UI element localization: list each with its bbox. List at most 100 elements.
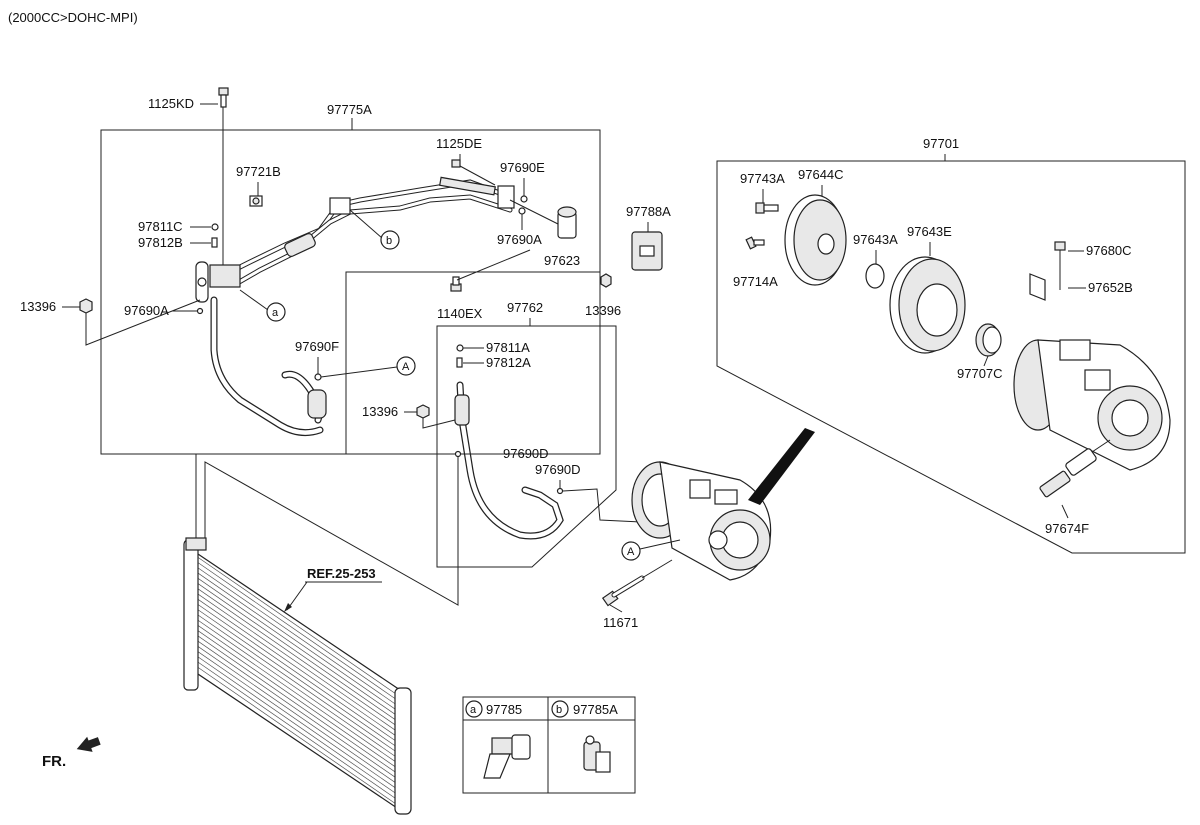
legend-b-part: 97785A — [573, 702, 618, 717]
bolt-11671-icon — [601, 575, 645, 607]
label-97714A: 97714A — [733, 274, 778, 289]
pulley-97643E-icon — [889, 256, 966, 354]
label-1125DE: 1125DE — [436, 136, 482, 151]
condenser-fin-line — [195, 581, 397, 721]
clutch-plate-97644C-icon — [784, 194, 847, 286]
label-97652B: 97652B — [1088, 280, 1133, 295]
condenser-fin-line — [195, 576, 397, 716]
condenser-fin-line — [195, 592, 397, 731]
label-97690A-upper: 97690A — [497, 232, 542, 247]
condenser-fin-line — [195, 649, 397, 789]
leader-callout-A-lower — [639, 539, 681, 550]
label-97811C: 97811C — [138, 219, 183, 234]
bracket-97652B-icon — [1029, 273, 1046, 301]
condenser-fin-line — [195, 665, 397, 805]
callout-A-lower-letter: A — [627, 546, 635, 558]
condenser-icon — [183, 537, 412, 815]
label-97701: 97701 — [923, 136, 959, 151]
valve-97812B-icon — [211, 237, 218, 248]
label-97811A: 97811A — [486, 340, 530, 355]
valve-97812A-icon — [456, 357, 463, 368]
condenser-fin-line — [195, 629, 397, 768]
legend-b-marker — [551, 700, 569, 718]
leader-11671 — [609, 604, 623, 613]
clip-97721B-icon — [249, 195, 263, 207]
engine-spec-header: (2000CC>DOHC-MPI) — [8, 10, 138, 25]
legend-table: a 97785 b 97785A — [462, 696, 636, 794]
oring-97690F-icon — [314, 373, 322, 381]
condenser-fin-line — [195, 566, 397, 705]
condenser-fin-line — [195, 597, 397, 737]
label-11671: 11671 — [603, 615, 638, 630]
callout-A-lower-marker — [621, 541, 641, 561]
relief-valve-97674F-icon — [1039, 439, 1111, 498]
oring-97690A-upper-icon — [518, 207, 526, 215]
condenser-fin-line — [195, 587, 397, 726]
condenser-fin-line — [195, 560, 397, 700]
compressor-center-icon — [631, 461, 772, 581]
callout-a-letter: a — [272, 307, 279, 319]
label-97674F: 97674F — [1045, 521, 1089, 536]
leader-13396-lower-to-part — [422, 418, 456, 429]
legend-a-connector-icon — [483, 734, 531, 779]
snap-ring-97643A-icon — [865, 263, 885, 289]
leader-13396-left-to-part — [85, 299, 201, 346]
bracket-97788A-icon — [631, 231, 663, 271]
assembly-box-97762 — [436, 325, 617, 568]
label-97721B: 97721B — [236, 164, 281, 179]
front-direction-label: FR. — [42, 753, 66, 770]
pipe-assembly-97775A — [227, 176, 515, 288]
ref-25-253-label: REF.25-253 — [307, 566, 376, 581]
oring-97690E-icon — [520, 195, 528, 203]
condenser-fin-line — [195, 623, 397, 763]
label-97690D-1: 97690D — [503, 446, 549, 461]
legend-b-letter: b — [556, 704, 562, 716]
oring-97811A-icon — [456, 344, 464, 352]
callout-A-upper-letter: A — [402, 361, 410, 373]
label-97812A: 97812A — [486, 355, 531, 370]
label-97812B: 97812B — [138, 235, 183, 250]
hose-97775A-lower — [210, 296, 327, 437]
condenser-fin-line — [195, 618, 397, 758]
hose-97762 — [454, 381, 564, 540]
condenser-fin-line — [195, 602, 397, 742]
label-97623: 97623 — [544, 253, 580, 268]
label-97775A: 97775A — [327, 102, 372, 117]
label-97690A-left: 97690A — [124, 303, 169, 318]
legend-a-part: 97785 — [486, 702, 522, 717]
label-97644C: 97644C — [798, 167, 844, 182]
bolt-97680C-icon — [1054, 241, 1066, 290]
leader-1140EX-to-part — [456, 249, 531, 281]
leader-callout-a — [239, 289, 269, 311]
label-97788A: 97788A — [626, 204, 671, 219]
assembly-box-97775A-inner-edge — [345, 271, 600, 454]
label-97643E: 97643E — [907, 224, 952, 239]
legend-b-connector-icon — [583, 735, 611, 773]
label-97762: 97762 — [507, 300, 543, 315]
condenser-fin-line — [195, 555, 397, 695]
assembly-box-97775A — [100, 129, 601, 455]
label-1140EX: 1140EX — [437, 306, 483, 321]
bolt-97743A-icon — [755, 202, 779, 214]
bolt-1140EX-icon — [450, 276, 462, 292]
bolt-1125KD-icon — [218, 87, 229, 108]
leader-11671-to-compressor — [641, 559, 673, 579]
label-13396-lower: 13396 — [362, 404, 398, 419]
oring-97690D-1-icon — [454, 450, 462, 458]
leader-callout-b — [349, 209, 383, 239]
leader-hose-to-condenser — [204, 457, 459, 606]
condenser-fin-line — [195, 613, 397, 752]
connector-block-97785-icon — [195, 261, 241, 303]
bolt-1125DE-icon — [451, 159, 496, 186]
legend-a-marker — [465, 700, 483, 718]
label-97743A: 97743A — [740, 171, 785, 186]
condenser-fin-line — [195, 571, 397, 711]
pressure-switch-97623-icon — [509, 199, 577, 239]
condenser-fin-line — [195, 655, 397, 794]
label-13396-mid: 13396 — [585, 303, 621, 318]
oring-97690D-2-icon — [556, 487, 564, 495]
condenser-fin-line — [195, 608, 397, 747]
callout-a-marker — [266, 302, 286, 322]
